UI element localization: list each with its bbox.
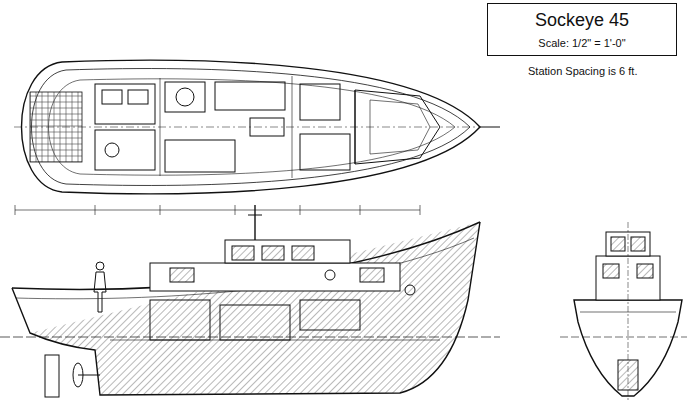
plan-view (14, 60, 500, 194)
section-view (560, 222, 687, 400)
profile-view (0, 205, 500, 397)
dimension-line (15, 205, 420, 215)
scale-note: Scale: 1/2" = 1'-0" (494, 37, 670, 49)
drawing-title: Sockeye 45 (494, 10, 670, 31)
note-text: Station Spacing is 6 ft. (527, 65, 638, 77)
title-box: Sockeye 45 Scale: 1/2" = 1'-0" (487, 3, 677, 56)
